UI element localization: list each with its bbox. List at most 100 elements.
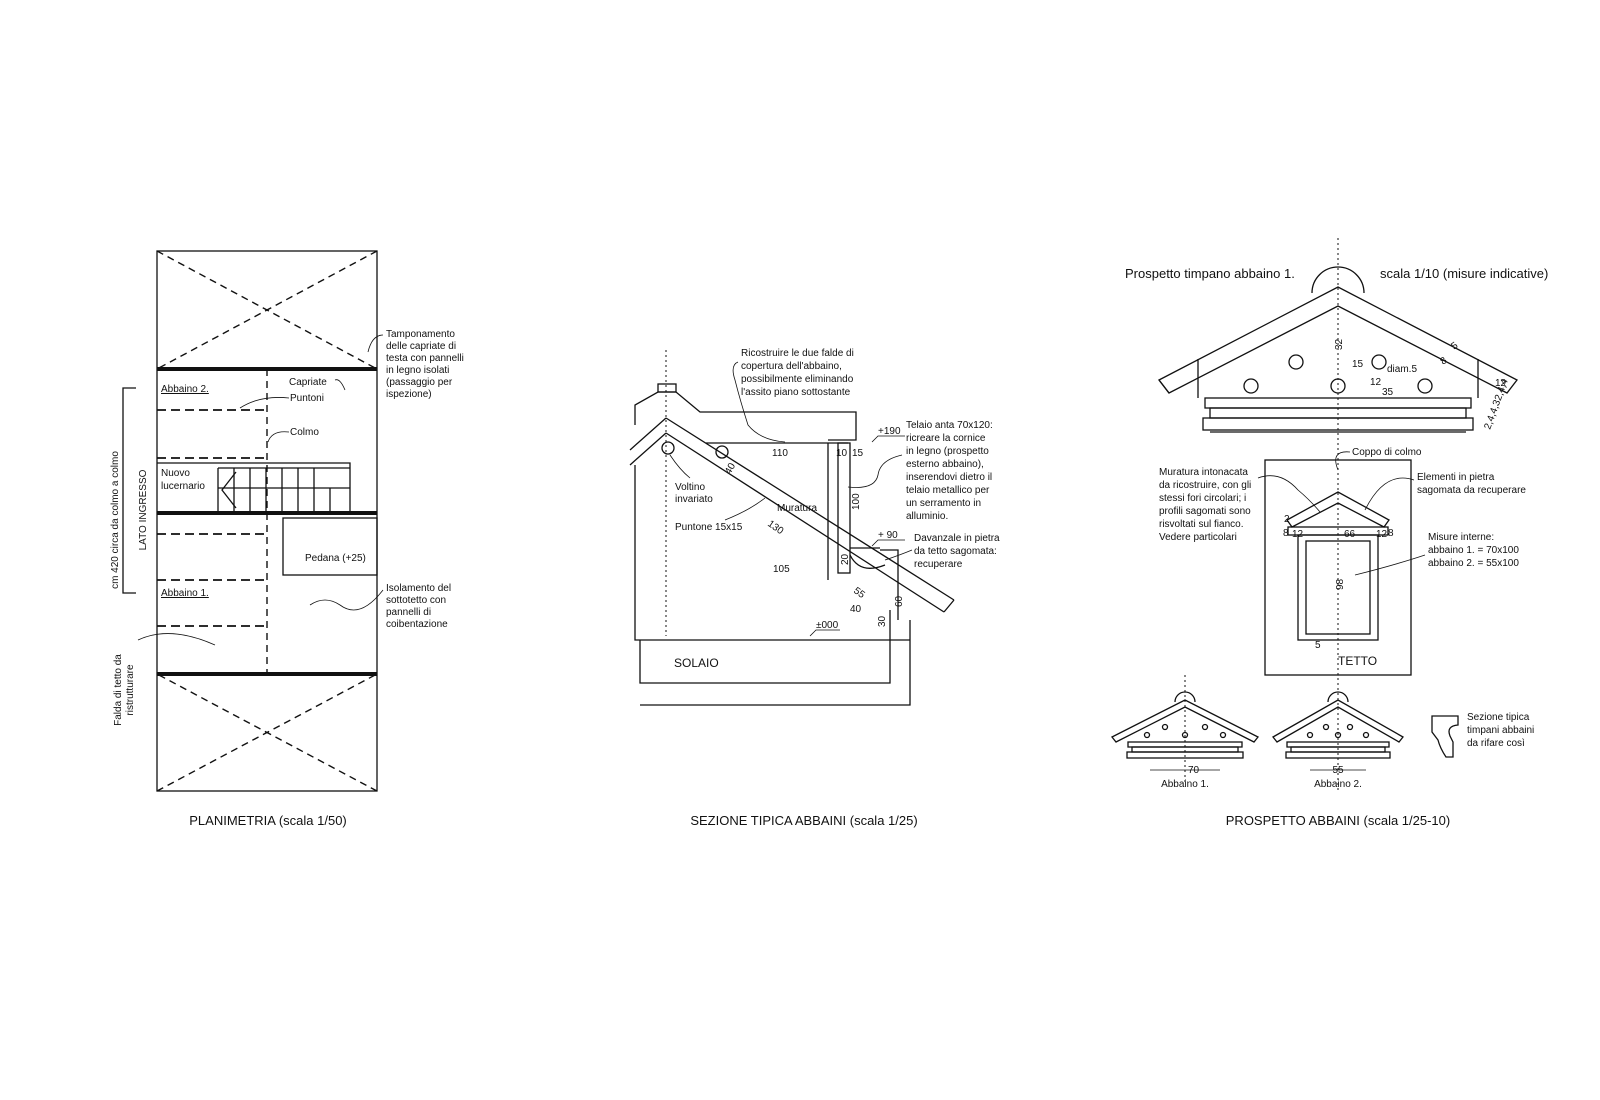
skylight-outline [157, 462, 351, 513]
misure-l3: abbaino 2. = 55x100 [1428, 558, 1519, 569]
left-rafter [629, 417, 667, 451]
telaio-l2: ricreare la cornice [906, 433, 986, 444]
leader [884, 549, 913, 561]
leader [309, 589, 384, 611]
cornice-3 [1202, 417, 1474, 431]
leader [137, 633, 216, 646]
ridge-coppo-small [1174, 691, 1196, 703]
level-190: +190 [878, 426, 901, 437]
vent-hole [1346, 723, 1354, 731]
abbaino1-caption: Abbaino 1. [1161, 779, 1209, 790]
leader [1257, 475, 1321, 513]
telaio-l5: inserendovi dietro il [906, 472, 992, 483]
window-opening [1305, 540, 1371, 635]
level-000: ±000 [816, 620, 839, 631]
sill-stone [880, 549, 899, 620]
telaio-l4: esterno abbaino), [906, 459, 984, 470]
davanzale-l1: Davanzale in pietra [914, 533, 1000, 544]
sill-profile [849, 554, 886, 569]
window-frame [837, 442, 851, 574]
dim-10: 10 [836, 448, 848, 459]
dimension-label: cm 420 circa da colmo a colmo [110, 451, 121, 589]
level-mark [871, 539, 905, 547]
leader [1354, 554, 1426, 576]
tamponamento-l2: delle capriate di [386, 341, 456, 352]
left-rafter [629, 432, 667, 466]
level-mark [871, 435, 905, 443]
coppo-label: Coppo di colmo [1352, 447, 1422, 458]
muratura-l1: Muratura intonacata [1159, 467, 1248, 478]
level-mark [809, 629, 840, 637]
lucernario-line2: lucernario [161, 481, 205, 492]
pedana-label: Pedana (+25) [305, 553, 366, 564]
ridge-coppo-small [1327, 691, 1349, 703]
plan-diagonal [156, 673, 378, 792]
ridge-coppo [1311, 266, 1365, 294]
dim-35: 35 [1382, 387, 1394, 398]
floor-plan: Pedana (+25) Abbaino 2. Abbaino 1. Nuovo… [110, 250, 464, 828]
tamponamento-l4: in legno isolati [386, 365, 449, 376]
dim-12: 12 [1370, 377, 1382, 388]
abbaino2-label: Abbaino 2. [161, 384, 209, 395]
muratura-l5: risvoltati sul fianco. [1159, 519, 1243, 530]
isolamento-l3: pannelli di [386, 607, 431, 618]
sezione-l2: timpani abbaini [1467, 725, 1534, 736]
abbaino1-label: Abbaino 1. [161, 588, 209, 599]
dim-100: 100 [851, 493, 862, 510]
abbaino2-caption: Abbaino 2. [1314, 779, 1362, 790]
lucernario-line1: Nuovo [161, 468, 190, 479]
vent-hole [1161, 723, 1169, 731]
small-cornice [1285, 751, 1391, 759]
voltino-l2: invariato [675, 494, 713, 505]
vent-hole [1362, 731, 1370, 739]
vent-hole [1219, 731, 1227, 739]
sezione-l3: da rifare così [1467, 738, 1525, 749]
ricostruire-l3: possibilmente eliminando [741, 374, 854, 385]
wdim-98: 98 [1335, 578, 1346, 590]
wdim-5: 5 [1315, 640, 1321, 651]
dim-70: 70 [1188, 765, 1200, 776]
ridge-cap [657, 383, 677, 393]
wdim-12b: 12 [1376, 529, 1388, 540]
wdim-2: 2 [1284, 514, 1290, 525]
lato-ingresso-label: LATO INGRESSO [138, 469, 149, 550]
elementi-l1: Elementi in pietra [1417, 472, 1495, 483]
wdim-66: 66 [1344, 529, 1356, 540]
misure-l2: abbaino 1. = 70x100 [1428, 545, 1519, 556]
ricostruire-l1: Ricostruire le due falde di [741, 348, 854, 359]
muratura-l4: profili sagomati sono [1159, 506, 1251, 517]
telaio-l6: telaio metallico per [906, 485, 990, 496]
isolamento-l1: Isolamento del [386, 583, 451, 594]
puntoni-label: Puntoni [290, 393, 324, 404]
leader [267, 431, 290, 443]
vent-hole [1322, 723, 1330, 731]
section-title: SEZIONE TIPICA ABBAINI (scala 1/25) [690, 813, 917, 828]
section-wall [634, 465, 891, 641]
vent-hole [1334, 731, 1342, 739]
dim-110: 110 [772, 448, 788, 459]
solaio-lower [640, 620, 911, 706]
small-gable-2 [1272, 699, 1404, 743]
dim-130: 130 [765, 518, 785, 537]
muratura-l3: stessi fori circolari; i [1159, 493, 1246, 504]
sezione-l1: Sezione tipica [1467, 712, 1530, 723]
tamponamento-l3: testa con pannelli [386, 353, 464, 364]
davanzale-l3: recuperare [914, 559, 963, 570]
dim-stack: 2,4,4,32,4,4 [1482, 377, 1511, 431]
timpano-title: Prospetto timpano abbaino 1. [1125, 266, 1295, 281]
vent-hole [1288, 354, 1304, 370]
dim-55: 55 [851, 585, 867, 601]
dormer-roof [634, 391, 857, 441]
falda-l1: Falda di tetto da [113, 654, 124, 726]
colmo-label: Colmo [290, 427, 319, 438]
beam-circle [715, 445, 729, 459]
rafter-end [943, 599, 955, 613]
cornice-profile [1431, 715, 1459, 758]
dim-8: 8 [1438, 355, 1449, 367]
main-rafter [665, 417, 955, 601]
dim-5: 5 [1449, 340, 1460, 352]
plan-title: PLANIMETRIA (scala 1/50) [189, 813, 347, 828]
vent-hole [1417, 378, 1433, 394]
vent-hole [1181, 731, 1189, 739]
